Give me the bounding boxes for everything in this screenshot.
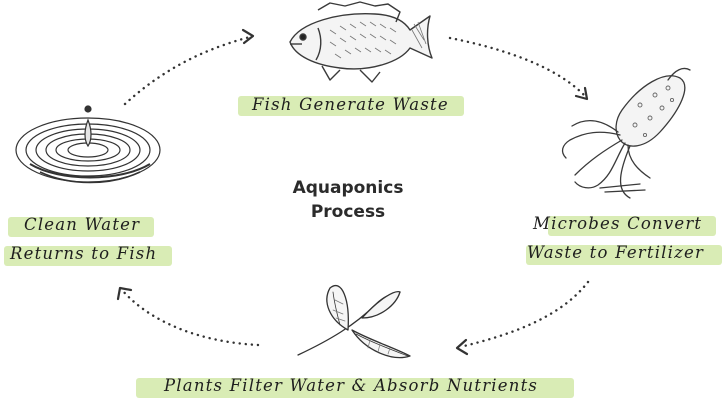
step-label-microbes-line1: Microbes Convert [533,214,703,233]
water-drop-icon [15,105,161,184]
arrow-microbes-to-plants [458,280,590,349]
highlight-step-3 [136,378,574,398]
highlight-step-2a [548,216,716,236]
step-label-microbes-line2: Waste to Fertilizer [527,243,705,262]
arrow-water-to-fish [123,35,252,106]
step-label-water-line1: Clean Water [24,215,141,234]
highlight-step-4b [4,246,172,266]
fish-icon [289,1,433,83]
microbe-icon [561,67,691,199]
diagram-title-line2: Process [310,202,386,222]
step-label-plants: Plants Filter Water & Absorb Nutrients [164,376,539,395]
arrowhead-4 [116,286,133,301]
step-label-fish: Fish Generate Waste [252,95,449,114]
arrowhead-1 [241,28,255,45]
arrowhead-2 [574,86,589,101]
diagram-title: Aquaponics Process [263,176,433,224]
step-label-water-line2: Returns to Fish [10,244,158,263]
diagram-title-line1: Aquaponics [292,178,404,198]
highlight-step-1 [238,96,464,116]
highlight-step-2b [526,245,722,265]
plant-leaf-icon [297,285,411,359]
arrow-fish-to-microbes [448,36,587,98]
arrow-plants-to-water [120,288,260,347]
highlight-step-4a [8,217,154,237]
arrowhead-3 [455,338,469,356]
